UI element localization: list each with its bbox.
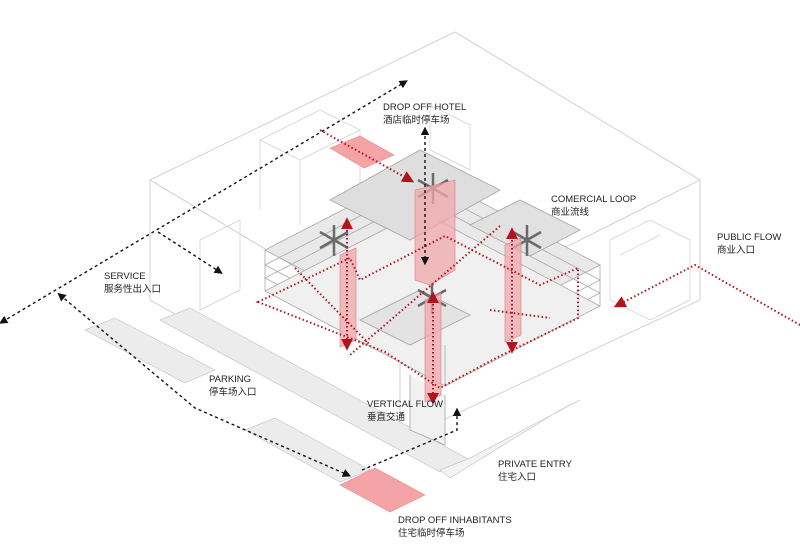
- label-private-entry-zh: 住宅入口: [498, 472, 537, 483]
- label-public-flow-zh: 商业入口: [717, 245, 756, 256]
- label-parking-zh: 停车场入口: [209, 387, 257, 398]
- label-parking-en: PARKING: [209, 374, 252, 385]
- label-service-zh: 服务性出入口: [104, 284, 162, 295]
- service-branch: [157, 231, 223, 274]
- label-drop-off-hotel: DROP OFF HOTEL 酒店临时停车场: [383, 101, 466, 127]
- service-flow: [0, 80, 408, 324]
- label-comercial-loop-zh: 商业流线: [551, 207, 590, 218]
- inhabitants-drop-off-zone: [339, 467, 426, 513]
- label-public-flow-en: PUBLIC FLOW: [717, 232, 782, 243]
- parking-flow: [57, 292, 352, 477]
- label-comercial-loop-en: COMERCIAL LOOP: [551, 194, 637, 205]
- black-flows: [0, 80, 462, 477]
- label-drop-off-hotel-en: DROP OFF HOTEL: [383, 102, 467, 113]
- label-parking: PARKING 停车场入口: [209, 373, 257, 399]
- label-drop-off-inhabitants: DROP OFF INHABITANTS 住宅临时停车场: [398, 514, 512, 540]
- label-comercial-loop: COMERCIAL LOOP 商业流线: [551, 193, 636, 219]
- label-private-entry: PRIVATE ENTRY 住宅入口: [498, 458, 572, 484]
- label-drop-off-hotel-zh: 酒店临时停车场: [383, 115, 450, 126]
- label-vertical-flow-en: VERTICAL FLOW: [367, 399, 444, 410]
- label-vertical-flow-zh: 垂直交通: [367, 412, 406, 423]
- label-drop-off-inhabitants-en: DROP OFF INHABITANTS: [398, 515, 512, 526]
- label-public-flow: PUBLIC FLOW 商业入口: [717, 231, 781, 257]
- label-private-entry-en: PRIVATE ENTRY: [498, 459, 572, 470]
- private-entry-flow: [361, 407, 462, 471]
- label-vertical-flow: VERTICAL FLOW 垂直交通: [367, 398, 443, 424]
- label-service: SERVICE 服务性出入口: [104, 270, 161, 296]
- commercial-loop: [255, 225, 579, 390]
- label-service-en: SERVICE: [104, 271, 146, 282]
- hotel-drop-off-zone: [329, 135, 395, 169]
- label-drop-off-inhabitants-zh: 住宅临时停车场: [398, 528, 465, 539]
